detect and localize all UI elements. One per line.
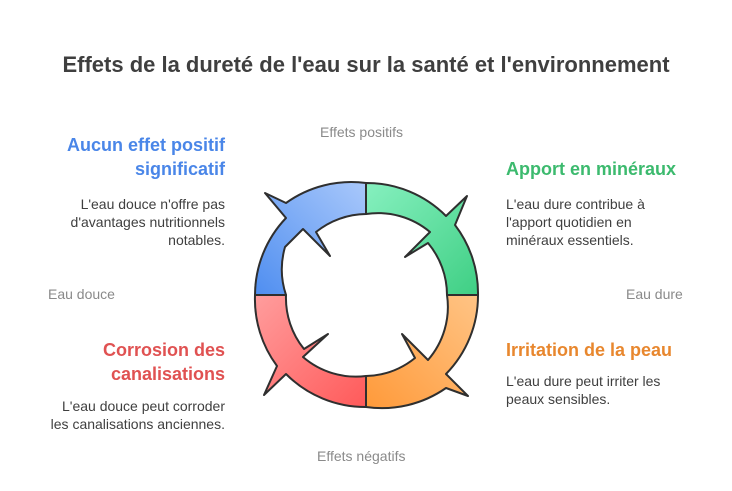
quadrant-heading-bottom-left: Corrosion des canalisations — [102, 340, 225, 384]
page-title: Effets de la dureté de l'eau sur la sant… — [62, 52, 670, 77]
ring-segment-top-right — [365, 181, 480, 296]
ring-segment-bottom-right — [365, 294, 480, 410]
quadrant-heading-top-left: Aucun effet positif significatif — [67, 135, 225, 179]
axis-label-top: Effets positifs — [320, 124, 404, 140]
quadrant-heading-top-right: Apport en minéraux — [506, 159, 677, 179]
ring-segment-top-left — [254, 181, 367, 296]
quadrant-desc-top-right: L'eau dure contribue à l'apport quotidie… — [506, 196, 645, 248]
quadrant-desc-top-left: L'eau douce n'offre pas d'avantages nutr… — [70, 196, 225, 248]
quadrant-desc-bottom-left: L'eau douce peut corroder les canalisati… — [50, 398, 225, 432]
ring-segment-bottom-left — [253, 294, 367, 409]
quadrant-desc-bottom-right: L'eau dure peut irriter les peaux sensib… — [506, 373, 661, 407]
quadrant-heading-bottom-right: Irritation de la peau — [506, 340, 673, 360]
axis-label-right: Eau dure — [626, 286, 683, 302]
axis-label-bottom: Effets négatifs — [317, 448, 406, 464]
axis-label-left: Eau douce — [48, 286, 115, 302]
